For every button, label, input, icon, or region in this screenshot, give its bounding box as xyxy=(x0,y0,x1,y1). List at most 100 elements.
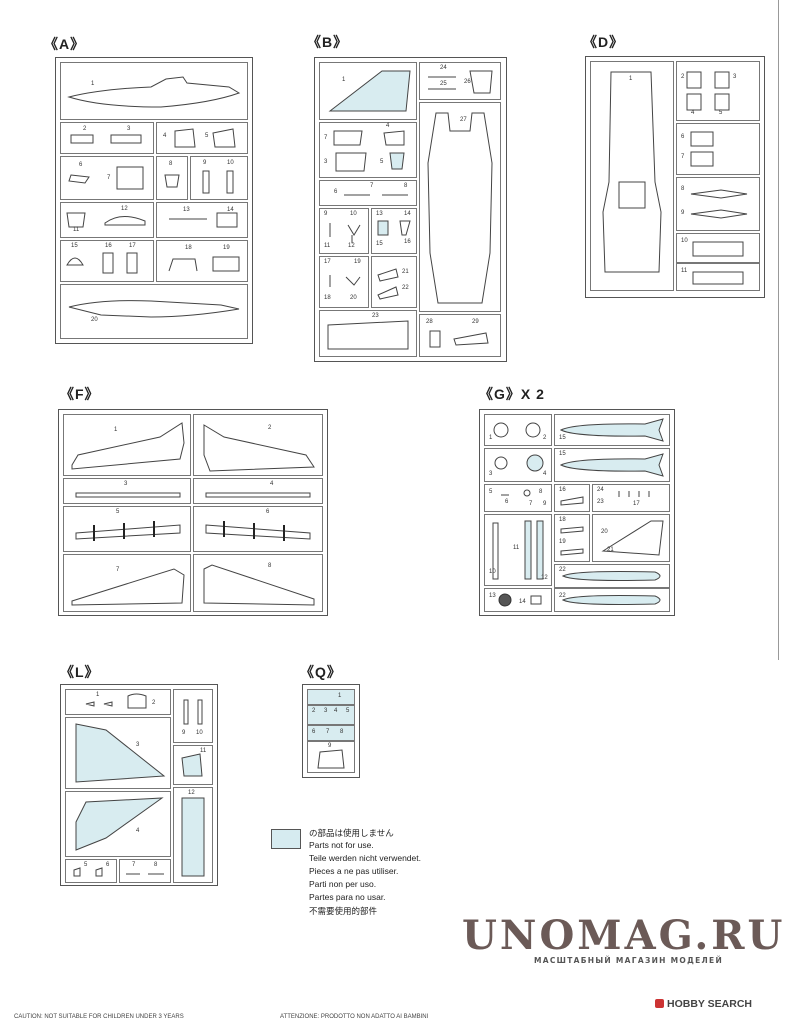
part-number: 4 xyxy=(543,471,547,477)
part-l11-cell: 11 xyxy=(173,745,213,785)
part-q1-cell: 1 xyxy=(307,689,355,705)
part-shape xyxy=(181,753,203,777)
part-number: 4 xyxy=(270,481,274,487)
part-shape xyxy=(329,223,361,243)
part-shape xyxy=(377,268,399,300)
part-shape xyxy=(560,496,584,506)
part-f3-cell: 3 xyxy=(63,478,191,504)
part-l1-2-cell: 1 2 xyxy=(65,689,171,715)
part-a1-cell: 1 xyxy=(60,62,248,120)
legend-line-en: Parts not for use. xyxy=(309,840,374,850)
part-number: 2 xyxy=(152,700,156,706)
section-d-label: 《D》 xyxy=(583,34,625,50)
part-number: 13 xyxy=(183,207,190,213)
part-d11-cell: 11 xyxy=(676,263,760,291)
part-l7-8-cell: 7 8 xyxy=(119,859,171,883)
part-shape xyxy=(692,241,744,257)
part-shape xyxy=(85,693,147,709)
part-number: 5 xyxy=(346,708,350,714)
part-a6-7-cell: 6 7 xyxy=(60,156,154,200)
part-number: 18 xyxy=(559,517,566,523)
part-number: 20 xyxy=(601,529,608,535)
part-shape xyxy=(328,70,411,112)
part-number: 11 xyxy=(200,748,207,754)
part-shape xyxy=(75,723,166,783)
part-g3-4-cell: 3 4 xyxy=(484,448,552,482)
part-d1-cell: 1 xyxy=(590,61,674,291)
part-number: 18 xyxy=(324,295,331,301)
part-shape xyxy=(492,520,544,580)
part-g20-21-cell: 20 21 xyxy=(592,514,670,562)
part-number: 17 xyxy=(324,259,331,265)
part-number: 5 xyxy=(489,489,493,495)
part-number: 22 xyxy=(402,285,409,291)
part-shape xyxy=(68,300,240,318)
part-shape xyxy=(601,520,664,556)
part-shape xyxy=(126,873,164,875)
section-b-label: 《B》 xyxy=(307,34,349,50)
part-number: 20 xyxy=(350,295,357,301)
part-shape xyxy=(174,128,236,148)
part-number: 15 xyxy=(376,241,383,247)
part-shape xyxy=(690,189,748,219)
part-number: 7 xyxy=(116,567,120,573)
part-number: 3 xyxy=(124,481,128,487)
part-b13-16-cell: 13 14 15 16 xyxy=(371,208,417,254)
part-number: 2 xyxy=(268,425,272,431)
hobby-search-credit: HOBBY SEARCH xyxy=(655,998,752,1010)
part-number: 3 xyxy=(324,708,328,714)
part-f2-cell: 2 xyxy=(193,414,323,476)
sprue-a: 1 2 3 4 5 6 7 8 9 10 11 12 13 14 15 16 1… xyxy=(55,57,253,344)
part-number: 8 xyxy=(681,186,685,192)
part-g15-cell: 15 xyxy=(554,414,670,446)
part-q6-8-cell: 6 7 8 xyxy=(307,725,355,741)
part-number: 7 xyxy=(681,154,685,160)
section-l-label: 《L》 xyxy=(60,664,100,680)
part-number: 23 xyxy=(597,499,604,505)
part-l5-6-cell: 5 6 xyxy=(65,859,117,883)
part-q2-5-cell: 2 3 4 5 xyxy=(307,705,355,725)
part-number: 6 xyxy=(106,862,110,868)
part-number: 9 xyxy=(324,211,328,217)
part-number: 16 xyxy=(404,239,411,245)
part-f6-cell: 6 xyxy=(193,506,323,552)
part-number: 7 xyxy=(529,501,533,507)
part-number: 11 xyxy=(681,268,688,274)
part-a8-cell: 8 xyxy=(156,156,188,200)
footer-caution-right: ATTENZIONE: PRODOTTO NON ADATTO AI BAMBI… xyxy=(280,1014,429,1020)
part-a15-17-cell: 15 16 17 xyxy=(60,240,154,282)
part-number: 7 xyxy=(132,862,136,868)
part-shape xyxy=(73,867,103,877)
part-number: 19 xyxy=(354,259,361,265)
part-l4-cell: 4 xyxy=(65,791,171,857)
section-q-label: 《Q》 xyxy=(300,664,342,680)
part-shape xyxy=(559,418,664,442)
part-f1-cell: 1 xyxy=(63,414,191,476)
legend-line-it: Parti non per uso. xyxy=(309,879,377,889)
part-number: 21 xyxy=(607,547,614,553)
part-number: 8 xyxy=(404,183,408,189)
part-b23-cell: 23 xyxy=(319,310,417,357)
part-number: 4 xyxy=(386,123,390,129)
part-number: 18 xyxy=(185,245,192,251)
part-shape xyxy=(205,492,311,498)
part-number: 8 xyxy=(268,563,272,569)
part-number: 9 xyxy=(203,160,207,166)
part-shape xyxy=(329,275,361,287)
part-f8-cell: 8 xyxy=(193,554,323,612)
part-number: 11 xyxy=(513,545,520,551)
part-q9-cell: 9 xyxy=(307,741,355,773)
part-b28-29-cell: 28 29 xyxy=(419,314,501,357)
part-number: 8 xyxy=(154,862,158,868)
part-number: 15 xyxy=(559,451,566,457)
part-number: 2 xyxy=(83,126,87,132)
part-number: 7 xyxy=(370,183,374,189)
legend-line-jp: の部品は使用しません xyxy=(309,828,394,838)
sprue-q: 1 2 3 4 5 6 7 8 9 xyxy=(302,684,360,778)
part-d6-7-cell: 6 7 xyxy=(676,123,760,175)
legend-line-es: Partes para no usar. xyxy=(309,892,386,902)
part-shape xyxy=(494,454,544,472)
sprue-d: 1 2 3 4 5 6 7 8 9 10 11 xyxy=(585,56,765,298)
part-number: 9 xyxy=(328,743,332,749)
part-l3-cell: 3 xyxy=(65,717,171,789)
